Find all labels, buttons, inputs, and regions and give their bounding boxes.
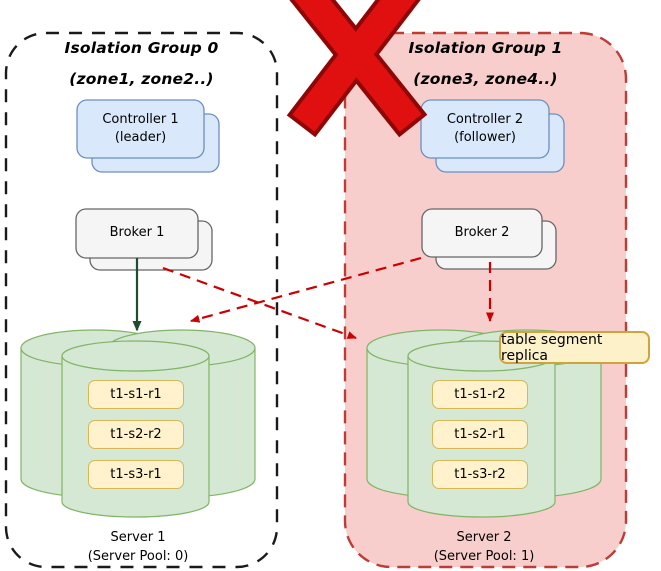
controller-1-name: Controller 1	[102, 111, 179, 127]
segment-t1-s3-r2: t1-s3-r2	[432, 460, 528, 489]
server-1-label: Server 1 (Server Pool: 0)	[48, 529, 228, 567]
controller-1-role: (leader)	[114, 130, 167, 145]
server-1-name: Server 1	[110, 530, 166, 545]
segment-t1-s2-r1: t1-s2-r1	[432, 420, 528, 449]
segment-t1-s3-r1: t1-s3-r1	[88, 460, 184, 489]
broker-1-node: Broker 1	[109, 225, 165, 241]
server-1-pool: (Server Pool: 0)	[87, 548, 189, 564]
arrow-broker2-to-server1	[190, 256, 422, 323]
server-2-name: Server 2	[456, 530, 512, 545]
segment-t1-s1-r1: t1-s1-r1	[88, 380, 184, 409]
controller-2-name: Controller 2	[446, 111, 524, 127]
segment-t1-s2-r2: t1-s2-r2	[88, 420, 184, 449]
server-2-pool: (Server Pool: 1)	[433, 548, 535, 564]
controller-2-node: Controller 2 (follower)	[421, 100, 549, 158]
isolation-group-0-title: Isolation Group 0	[64, 39, 219, 57]
isolation-group-0-zones: (zone1, zone2..)	[69, 70, 214, 88]
arrow-broker1-to-server2	[162, 266, 357, 340]
controller-1-node: Controller 1 (leader)	[77, 100, 204, 158]
table-segment-replica-callout: table segment replica	[499, 331, 650, 364]
controller-2-role: (follower)	[454, 130, 516, 145]
isolation-group-1-title: Isolation Group 1	[408, 39, 563, 57]
broker-2-node: Broker 2	[454, 224, 510, 240]
isolation-group-1-zones: (zone3, zone4..)	[413, 70, 558, 88]
server-2-label: Server 2 (Server Pool: 1)	[394, 529, 574, 567]
segment-t1-s1-r2: t1-s1-r2	[432, 380, 528, 409]
